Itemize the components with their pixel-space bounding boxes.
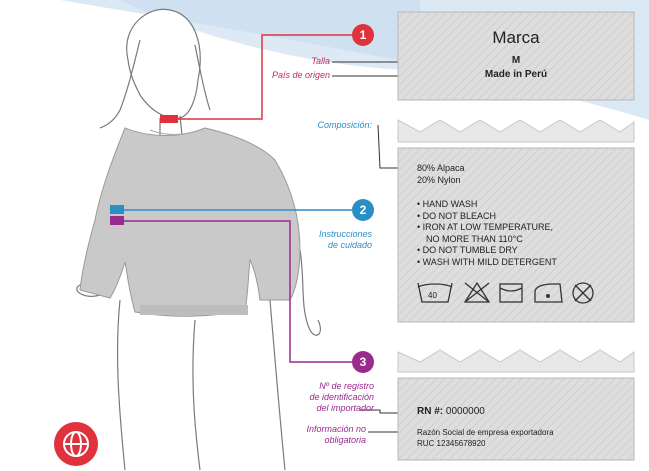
woman-figure xyxy=(76,8,322,471)
no-dry-clean-icon xyxy=(572,282,594,304)
care-item: • DO NOT TUMBLE DRY xyxy=(417,245,518,255)
label-composicion: Composición: xyxy=(317,120,372,130)
label-instrucciones: Instrucciones de cuidado xyxy=(280,229,372,251)
care-item: • IRON AT LOW TEMPERATURE, xyxy=(417,222,554,232)
callout-1-badge: 1 xyxy=(352,24,374,46)
label-instrucciones-line2: de cuidado xyxy=(327,240,372,250)
care-item: NO MORE THAN 110°C xyxy=(426,233,523,244)
company-info: Razón Social de empresa exportadora RUC … xyxy=(417,427,554,449)
iron-low-icon xyxy=(534,283,563,303)
callout-2-badge: 2 xyxy=(352,199,374,221)
label-registro-line3: del importador xyxy=(316,403,374,413)
side-tag-blue xyxy=(110,205,124,214)
neck-tag xyxy=(160,115,178,123)
wash-temp-value: 40 xyxy=(428,291,437,300)
company-name: Razón Social de empresa exportadora xyxy=(417,428,554,437)
connector-3 xyxy=(124,220,352,363)
rn-label: RN #: xyxy=(417,406,444,417)
callout-3-badge: 3 xyxy=(352,351,374,373)
rn-value: 0000000 xyxy=(445,406,485,417)
care-item: • HAND WASH xyxy=(417,199,478,209)
composition-item: 80% Alpaca xyxy=(417,163,465,173)
care-item: • WASH WITH MILD DETERGENT xyxy=(417,256,557,267)
no-bleach-icon xyxy=(463,281,491,303)
care-item: • DO NOT BLEACH xyxy=(417,210,497,221)
sweater xyxy=(79,127,301,317)
label-info-line2: obligatoria xyxy=(324,435,366,445)
tumble-dry-icon xyxy=(499,283,523,303)
globe-icon xyxy=(54,422,98,466)
care-instructions-list: • HAND WASH • DO NOT BLEACH • IRON AT LO… xyxy=(417,199,557,268)
tag-1-shape xyxy=(397,11,635,101)
label-info-no-obligatoria: Información no obligatoria xyxy=(280,424,366,446)
tag-3-shape xyxy=(397,349,635,373)
tag-2-shape xyxy=(397,119,635,143)
label-info-line1: Información no xyxy=(306,424,366,434)
composition-item: 20% Nylon xyxy=(417,175,461,185)
composition-list: 80% Alpaca 20% Nylon xyxy=(417,162,465,186)
company-ruc: RUC 12345678920 xyxy=(417,439,486,448)
care-symbols xyxy=(417,281,594,304)
label-pais-origen: País de origen xyxy=(271,70,330,80)
tag-brand: Marca xyxy=(492,28,540,47)
tag-size: M xyxy=(511,55,521,66)
connector-1 xyxy=(178,34,352,120)
wash-40-icon xyxy=(417,282,453,303)
label-instrucciones-line1: Instrucciones xyxy=(318,229,372,239)
label-talla: Talla xyxy=(311,56,330,66)
tag-origin: Made in Perú xyxy=(484,69,548,80)
label-registro: Nº de registro de identificación del imp… xyxy=(280,381,374,414)
label-registro-line2: de identificación xyxy=(309,392,374,402)
rn-line: RN #: 0000000 xyxy=(417,406,485,417)
label-registro-line1: Nº de registro xyxy=(319,381,374,391)
side-tag-purple xyxy=(110,216,124,225)
